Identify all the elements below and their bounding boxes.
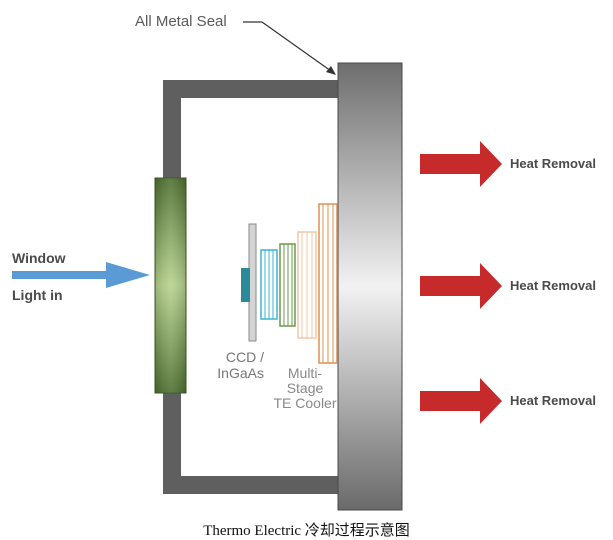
- window-label: Window: [12, 250, 66, 266]
- heat-removal-label-3: Heat Removal: [510, 393, 596, 408]
- all-metal-seal-label: All Metal Seal: [135, 13, 227, 30]
- seal-leader-line: [243, 21, 336, 75]
- ccd-label-line1: CCD /: [225, 349, 264, 365]
- light-in-label: Light in: [12, 287, 63, 303]
- ccd-label-line2: InGaAs: [217, 365, 264, 381]
- te-cooler-label: Multi- Stage TE Cooler: [272, 366, 338, 411]
- window-glass: [154, 177, 187, 394]
- light-in-arrow: [12, 262, 150, 288]
- heat-removal-label-2: Heat Removal: [510, 278, 596, 293]
- te-label-line2: Stage: [286, 380, 324, 396]
- ccd-ingaas-label: CCD / InGaAs: [204, 349, 264, 381]
- heat-arrow-1: [420, 141, 502, 187]
- te-label-line3: TE Cooler: [273, 395, 337, 411]
- heat-arrow-2: [420, 263, 502, 309]
- heat-arrow-3: [420, 378, 502, 424]
- te-label-line1: Multi-: [287, 365, 323, 381]
- housing-frame: [163, 80, 343, 494]
- figure-caption: Thermo Electric 冷却过程示意图: [203, 523, 410, 539]
- ccd-sensor: [241, 223, 257, 342]
- te-cooler-stages: [260, 203, 338, 364]
- heat-sink-plate: [337, 62, 403, 511]
- heat-removal-label-1: Heat Removal: [510, 156, 596, 171]
